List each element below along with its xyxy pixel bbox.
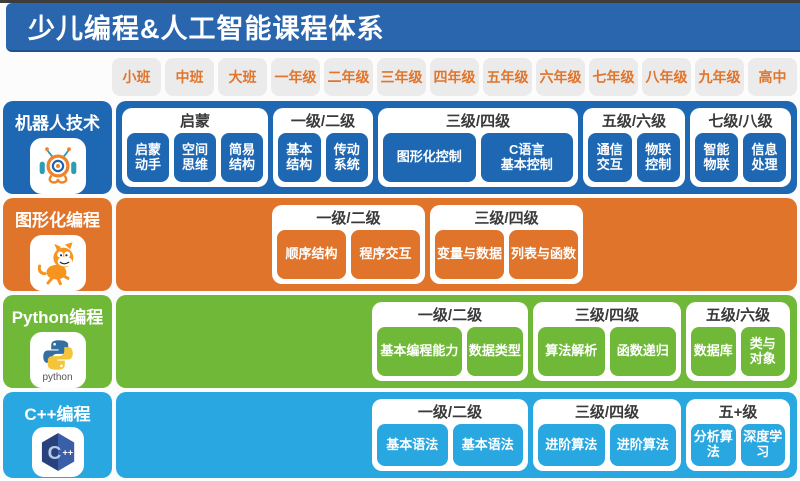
level-group-title: 一级/二级 xyxy=(316,210,381,227)
course-item[interactable]: 基本编程能力 xyxy=(377,327,462,376)
track-label-python: Python编程 python xyxy=(3,295,112,388)
course-item[interactable]: 进阶算法 xyxy=(609,424,676,466)
course-item[interactable]: 数据库 xyxy=(691,327,736,376)
robot-icon xyxy=(29,138,86,194)
page-title: 少儿编程&人工智能课程体系 xyxy=(6,3,800,52)
grade-chip[interactable]: 一年级 xyxy=(271,58,320,96)
track-title: Python编程 xyxy=(11,308,104,327)
course-item[interactable]: 启蒙 动手 xyxy=(127,133,169,182)
svg-text:++: ++ xyxy=(62,448,73,458)
level-group: 三级/四级 算法解析 函数递归 xyxy=(533,302,681,381)
level-group-title: 七级/八级 xyxy=(708,113,773,130)
level-group: 五级/六级 数据库 类与 对象 xyxy=(686,302,790,381)
grade-chip[interactable]: 五年级 xyxy=(483,58,532,96)
level-group-title: 三级/四级 xyxy=(445,113,511,130)
track-label-robotics: 机器人技术 xyxy=(3,101,112,194)
course-item[interactable]: 变量与数据 xyxy=(435,230,504,279)
track-title: C++编程 xyxy=(24,405,91,424)
track-graphical-programming: 图形化编程 一级/二级 xyxy=(3,198,797,291)
svg-text:C: C xyxy=(47,443,61,464)
course-item[interactable]: 分析算法 xyxy=(691,424,736,466)
course-item[interactable]: 空间 思维 xyxy=(174,133,216,182)
grade-chip[interactable]: 高中 xyxy=(748,58,797,96)
course-item[interactable]: 智能 物联 xyxy=(695,133,738,182)
course-item[interactable]: 程序交互 xyxy=(351,230,420,279)
level-group: 一级/二级 基本 结构 传动 系统 xyxy=(273,108,373,187)
level-group: 三级/四级 进阶算法 进阶算法 xyxy=(533,399,681,471)
level-group-title: 一级/二级 xyxy=(417,307,483,324)
grade-chip[interactable]: 九年级 xyxy=(695,58,744,96)
track-content-cpp: 一级/二级 基本语法 基本语法 三级/四级 进阶算法 进阶算法 五+级 分析算法… xyxy=(116,392,797,478)
grade-chip[interactable]: 二年级 xyxy=(324,58,373,96)
course-item[interactable]: 通信 交互 xyxy=(588,133,632,182)
grade-chip[interactable]: 六年级 xyxy=(536,58,585,96)
level-group: 三级/四级 变量与数据 列表与函数 xyxy=(430,205,583,284)
course-item[interactable]: 函数递归 xyxy=(609,327,676,376)
grade-chip[interactable]: 中班 xyxy=(165,58,214,96)
grade-chip[interactable]: 小班 xyxy=(112,58,161,96)
level-group-title: 一级/二级 xyxy=(417,404,483,421)
course-item[interactable]: 图形化控制 xyxy=(383,133,476,182)
python-icon: python xyxy=(29,332,86,388)
grade-chip[interactable]: 七年级 xyxy=(589,58,638,96)
level-group-title: 三级/四级 xyxy=(574,307,640,324)
grade-chip[interactable]: 三年级 xyxy=(377,58,426,96)
level-group: 启蒙 启蒙 动手 空间 思维 简易 结构 xyxy=(122,108,268,187)
top-border-line xyxy=(0,0,800,3)
cpp-icon: C ++ xyxy=(31,427,84,477)
course-item[interactable]: 信息 处理 xyxy=(743,133,786,182)
track-title: 机器人技术 xyxy=(15,114,100,133)
level-group: 五级/六级 通信 交互 物联 控制 xyxy=(583,108,685,187)
course-item[interactable]: 列表与函数 xyxy=(509,230,578,279)
level-group-title: 五级/六级 xyxy=(705,307,771,324)
course-item[interactable]: 基本语法 xyxy=(377,424,448,466)
level-group: 五+级 分析算法 深度学习 xyxy=(686,399,790,471)
level-group: 一级/二级 顺序结构 程序交互 xyxy=(272,205,425,284)
track-label-graphical: 图形化编程 xyxy=(3,198,112,291)
course-item[interactable]: 进阶算法 xyxy=(538,424,605,466)
course-item[interactable]: 基本语法 xyxy=(452,424,523,466)
grade-chip[interactable]: 大班 xyxy=(218,58,267,96)
level-group-title: 三级/四级 xyxy=(474,210,539,227)
track-cpp: C++编程 C ++ 一级/二级 基本语法 基本语法 三级/四级 xyxy=(3,392,797,478)
scratch-cat-icon xyxy=(29,235,86,291)
track-robotics: 机器人技术 启蒙 xyxy=(3,101,797,194)
grade-chip[interactable]: 八年级 xyxy=(642,58,691,96)
course-item[interactable]: 类与 对象 xyxy=(740,327,785,376)
course-item[interactable]: C语言 基本控制 xyxy=(480,133,573,182)
course-item[interactable]: 传动 系统 xyxy=(325,133,368,182)
course-item[interactable]: 顺序结构 xyxy=(277,230,346,279)
track-content-robotics: 启蒙 启蒙 动手 空间 思维 简易 结构 一级/二级 基本 结构 传动 系统 三… xyxy=(116,101,797,194)
course-item[interactable]: 简易 结构 xyxy=(221,133,263,182)
level-group: 三级/四级 图形化控制 C语言 基本控制 xyxy=(378,108,578,187)
track-label-cpp: C++编程 C ++ xyxy=(3,392,112,478)
track-python: Python编程 python 一级/二级 基本编程能力 数据类型 xyxy=(3,295,797,388)
level-group-title: 五+级 xyxy=(718,404,758,421)
course-item[interactable]: 深度学习 xyxy=(740,424,785,466)
grade-chip[interactable]: 四年级 xyxy=(430,58,479,96)
course-item[interactable]: 基本 结构 xyxy=(278,133,321,182)
course-item[interactable]: 物联 控制 xyxy=(636,133,680,182)
grade-row: 小班 中班 大班 一年级 二年级 三年级 四年级 五年级 六年级 七年级 八年级… xyxy=(112,58,797,96)
course-item[interactable]: 算法解析 xyxy=(538,327,605,376)
track-content-python: 一级/二级 基本编程能力 数据类型 三级/四级 算法解析 函数递归 五级/六级 … xyxy=(116,295,797,388)
track-content-graphical: 一级/二级 顺序结构 程序交互 三级/四级 变量与数据 列表与函数 xyxy=(116,198,797,291)
python-wordmark: python xyxy=(42,371,73,383)
level-group-title: 五级/六级 xyxy=(601,113,667,130)
level-group: 一级/二级 基本编程能力 数据类型 xyxy=(372,302,528,381)
level-group-title: 一级/二级 xyxy=(290,113,356,130)
course-item[interactable]: 数据类型 xyxy=(466,327,523,376)
level-group-title: 启蒙 xyxy=(179,113,210,130)
level-group: 一级/二级 基本语法 基本语法 xyxy=(372,399,528,471)
level-group: 七级/八级 智能 物联 信息 处理 xyxy=(690,108,791,187)
level-group-title: 三级/四级 xyxy=(574,404,640,421)
track-title: 图形化编程 xyxy=(15,211,100,230)
page-title-text: 少儿编程&人工智能课程体系 xyxy=(28,14,385,44)
